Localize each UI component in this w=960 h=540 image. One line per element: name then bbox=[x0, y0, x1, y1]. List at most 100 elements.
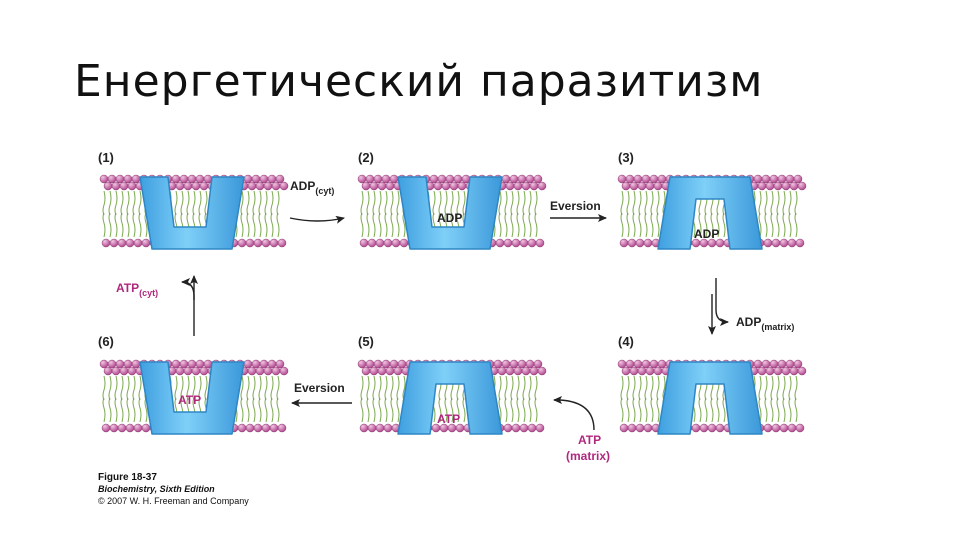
lipid-head bbox=[793, 359, 803, 369]
lipid-tail bbox=[174, 375, 178, 401]
lipid-head bbox=[533, 359, 543, 369]
lipid-head bbox=[255, 181, 265, 191]
lipid-head bbox=[495, 238, 505, 248]
arrow bbox=[289, 215, 345, 224]
lipid-head bbox=[505, 366, 515, 376]
lipid-head bbox=[787, 238, 797, 248]
panel-1: (1) bbox=[98, 150, 289, 250]
lipid-tail bbox=[390, 190, 394, 216]
lipid-tail bbox=[384, 375, 388, 401]
lipid-head bbox=[771, 423, 781, 433]
figure-caption: Figure 18-37 Biochemistry, Sixth Edition… bbox=[98, 472, 249, 506]
lipid-head bbox=[617, 174, 627, 184]
lipid-head bbox=[389, 174, 399, 184]
lipid-head bbox=[115, 359, 125, 369]
lipid-head bbox=[133, 238, 143, 248]
lipid-tail bbox=[120, 212, 124, 238]
lipid-tail bbox=[498, 397, 502, 423]
panel-label: (5) bbox=[358, 334, 374, 349]
lipid-tail bbox=[270, 212, 274, 238]
bound-atp-label: ATP bbox=[437, 412, 460, 426]
lipid-head bbox=[633, 359, 643, 369]
lipid-head bbox=[125, 423, 135, 433]
lipid-tail bbox=[102, 375, 106, 401]
lipid-head bbox=[171, 359, 181, 369]
step-label: Eversion bbox=[294, 381, 345, 395]
lipid-head bbox=[131, 359, 141, 369]
lipid-head bbox=[187, 174, 197, 184]
lipid-head bbox=[237, 238, 247, 248]
figure-number: Figure 18-37 bbox=[98, 472, 157, 483]
lipid-head bbox=[785, 174, 795, 184]
lipid-tail bbox=[764, 397, 768, 423]
lipid-tail bbox=[498, 190, 502, 216]
lipid-head bbox=[375, 423, 385, 433]
lipid-head bbox=[533, 174, 543, 184]
lipid-tail bbox=[620, 190, 624, 216]
lipid-head bbox=[511, 238, 521, 248]
lipid-tail bbox=[138, 397, 142, 423]
lipid-head bbox=[369, 181, 379, 191]
lipid-head bbox=[271, 366, 281, 376]
lipid-tail bbox=[366, 375, 370, 401]
lipid-head bbox=[643, 238, 653, 248]
panel-3: (3) ADP bbox=[617, 150, 807, 250]
transporter-protein bbox=[139, 176, 245, 250]
transporter-protein bbox=[657, 176, 763, 250]
lipid-head bbox=[529, 366, 539, 376]
lipid-tail bbox=[240, 212, 244, 238]
lipid-tail bbox=[270, 397, 274, 423]
lipid-tail bbox=[438, 397, 442, 423]
lipid-tail bbox=[114, 375, 118, 401]
lipid-head bbox=[385, 366, 395, 376]
lipid-head bbox=[279, 181, 289, 191]
lipid-tail bbox=[656, 375, 660, 401]
lipid-head bbox=[757, 181, 767, 191]
lipid-tail bbox=[510, 190, 514, 216]
lipid-head bbox=[781, 181, 791, 191]
lipid-head bbox=[657, 174, 667, 184]
lipid-head bbox=[125, 238, 135, 248]
step-2-to-3: Eversion bbox=[550, 199, 607, 222]
lipid-tail bbox=[722, 212, 726, 238]
lipid-tail bbox=[782, 212, 786, 238]
lipid-tail bbox=[710, 212, 714, 238]
lipid-tail bbox=[240, 375, 244, 401]
lipid-tail bbox=[132, 190, 136, 216]
lipid-head bbox=[267, 174, 277, 184]
lipid-tail bbox=[114, 190, 118, 216]
lipid-head bbox=[359, 238, 369, 248]
lipid-tail bbox=[246, 375, 250, 401]
step-3-to-4: ADP(matrix) bbox=[708, 278, 794, 335]
lipid-head bbox=[449, 181, 459, 191]
lipid-head bbox=[259, 174, 269, 184]
lipid-head bbox=[103, 366, 113, 376]
lipid-head bbox=[753, 359, 763, 369]
lipid-head bbox=[635, 423, 645, 433]
lipid-tail bbox=[770, 375, 774, 401]
lipid-tail bbox=[366, 190, 370, 216]
lipid-tail bbox=[126, 375, 130, 401]
lipid-tail bbox=[252, 375, 256, 401]
lipid-head bbox=[643, 423, 653, 433]
lipid-head bbox=[381, 359, 391, 369]
lipid-head bbox=[521, 366, 531, 376]
lipid-head bbox=[365, 359, 375, 369]
lipid-tail bbox=[102, 397, 106, 423]
lipid-head bbox=[191, 366, 201, 376]
lipid-tail bbox=[270, 375, 274, 401]
lipid-head bbox=[361, 181, 371, 191]
lipid-head bbox=[641, 174, 651, 184]
lipid-head bbox=[429, 174, 439, 184]
lipid-head bbox=[383, 423, 393, 433]
lipid-head bbox=[195, 359, 205, 369]
lipid-tail bbox=[758, 190, 762, 216]
lipid-head bbox=[649, 359, 659, 369]
lipid-head bbox=[795, 423, 805, 433]
lipid-head bbox=[781, 366, 791, 376]
protein-body bbox=[139, 361, 245, 435]
lipid-tail bbox=[632, 212, 636, 238]
lipid-head bbox=[509, 174, 519, 184]
lipid-head bbox=[199, 181, 209, 191]
lipid-tail bbox=[528, 375, 532, 401]
